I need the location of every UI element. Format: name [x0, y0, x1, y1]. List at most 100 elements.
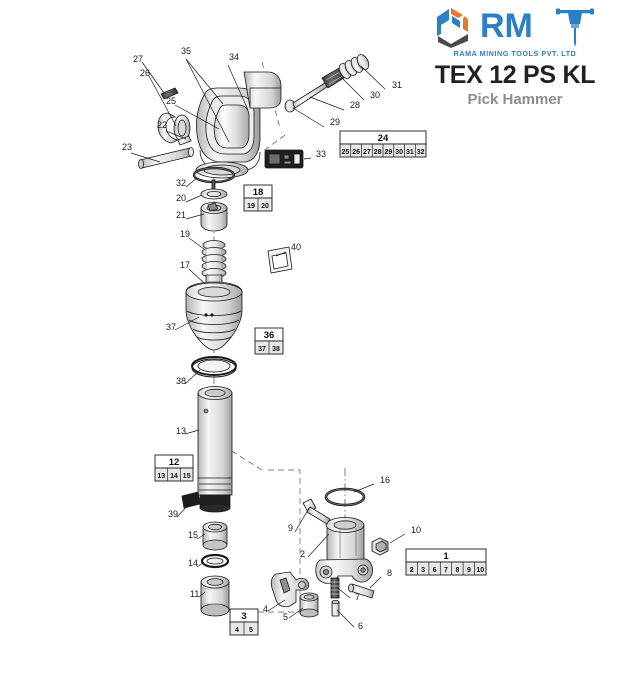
muffler-housing-37 [185, 281, 243, 351]
rm-letters-icon: RM [480, 7, 533, 45]
callout-9: 9 [288, 523, 293, 533]
handle-body-25 [195, 71, 282, 179]
svg-text:37: 37 [258, 346, 266, 353]
callout-15: 15 [188, 530, 198, 540]
svg-text:2: 2 [410, 567, 414, 574]
rmt-logo: RM [417, 4, 613, 48]
svg-text:25: 25 [342, 149, 350, 156]
callout-17: 17 [180, 260, 190, 270]
bushing-15 [202, 521, 228, 551]
key-39 [181, 491, 201, 509]
callout-38: 38 [176, 376, 186, 386]
svg-text:26: 26 [352, 149, 360, 156]
hexagon-logo-icon [437, 8, 468, 48]
svg-text:31: 31 [406, 149, 414, 156]
callout-31: 31 [392, 80, 402, 90]
nut-10 [371, 537, 389, 556]
leader-lines [130, 58, 406, 628]
callout-39: 39 [168, 509, 178, 519]
plate-40 [267, 246, 293, 274]
callout-14: 14 [188, 558, 198, 568]
svg-text:RM: RM [480, 7, 533, 45]
pin-8 [348, 583, 375, 599]
svg-text:10: 10 [476, 567, 484, 574]
svg-text:12: 12 [169, 457, 180, 468]
svg-text:4: 4 [235, 627, 239, 634]
callout-37: 37 [166, 322, 176, 332]
svg-text:8: 8 [455, 567, 459, 574]
valve-block-21 [200, 202, 228, 232]
table-24: 24 25 26 27 28 29 30 31 32 [339, 130, 427, 158]
valve-rod-28 [292, 82, 328, 109]
shaft-23 [138, 147, 194, 169]
throttle-lever-26 [157, 112, 191, 144]
callout-25: 25 [166, 96, 176, 106]
svg-text:6: 6 [433, 567, 437, 574]
svg-text:18: 18 [253, 187, 264, 198]
callout-8: 8 [387, 568, 392, 578]
valve-tip-29 [284, 99, 296, 113]
callout-4: 4 [263, 604, 268, 614]
cylinder-13 [197, 386, 233, 513]
callout-23: 23 [122, 142, 132, 152]
valve-assembly [284, 54, 370, 113]
svg-text:15: 15 [183, 473, 191, 480]
svg-text:14: 14 [170, 473, 178, 480]
nameplate-33 [264, 149, 304, 169]
brand-line: RAMA MINING TOOLS PVT. LTD [453, 49, 577, 58]
svg-text:36: 36 [264, 330, 275, 341]
washer-20 [200, 188, 228, 200]
retainer-latch-4 [270, 571, 310, 608]
callout-33: 33 [316, 149, 326, 159]
callout-22: 22 [157, 120, 167, 130]
callout-35: 35 [181, 46, 191, 56]
table-12: 12 13 14 15 [154, 454, 194, 482]
o-ring-14 [200, 553, 230, 569]
callout-16: 16 [380, 475, 390, 485]
svg-text:7: 7 [444, 567, 448, 574]
spring-31 [338, 54, 370, 79]
front-head-2 [315, 517, 373, 584]
retaining-ring-38 [191, 356, 237, 378]
pin-22 [177, 135, 192, 146]
callout-5: 5 [283, 612, 288, 622]
svg-text:30: 30 [395, 149, 403, 156]
svg-text:19: 19 [247, 203, 255, 210]
svg-text:5: 5 [249, 627, 253, 634]
svg-text:1: 1 [443, 551, 449, 562]
roll-pin-27 [160, 87, 179, 100]
callout-2: 2 [300, 549, 305, 559]
jackhammer-icon [556, 8, 594, 47]
svg-text:3: 3 [241, 611, 246, 622]
product-subtitle: Pick Hammer [467, 91, 563, 108]
svg-text:3: 3 [421, 567, 425, 574]
callout-19: 19 [180, 229, 190, 239]
callout-7: 7 [355, 592, 360, 602]
svg-text:32: 32 [417, 149, 425, 156]
callout-11: 11 [190, 589, 199, 599]
small-pin-21a [211, 179, 216, 190]
svg-text:9: 9 [467, 567, 471, 574]
callout-29: 29 [330, 117, 340, 127]
callout-40: 40 [291, 242, 301, 252]
callout-28: 28 [350, 100, 360, 110]
callout-10: 10 [411, 525, 421, 535]
spring-stack-19 [201, 240, 227, 278]
svg-text:24: 24 [378, 133, 389, 144]
chuck-bushing-11 [200, 575, 230, 617]
callout-labels: 27 35 34 26 31 30 25 28 29 22 33 23 32 2… [122, 46, 421, 631]
sleeve-5 [299, 592, 319, 618]
svg-text:27: 27 [363, 149, 371, 156]
spring-7 [330, 577, 340, 599]
table-18: 18 19 20 [243, 184, 273, 212]
callout-27: 27 [133, 54, 143, 64]
table-36: 36 37 38 [254, 327, 284, 355]
table-3: 3 4 5 [229, 608, 259, 636]
header: RM RAMA MINING TOOLS PVT. LTD TEX 12 PS … [417, 4, 613, 107]
table-1: 1 2 3 6 7 8 9 10 [405, 548, 487, 576]
callout-26: 26 [140, 68, 150, 78]
callout-13: 13 [176, 426, 186, 436]
svg-text:28: 28 [374, 149, 382, 156]
